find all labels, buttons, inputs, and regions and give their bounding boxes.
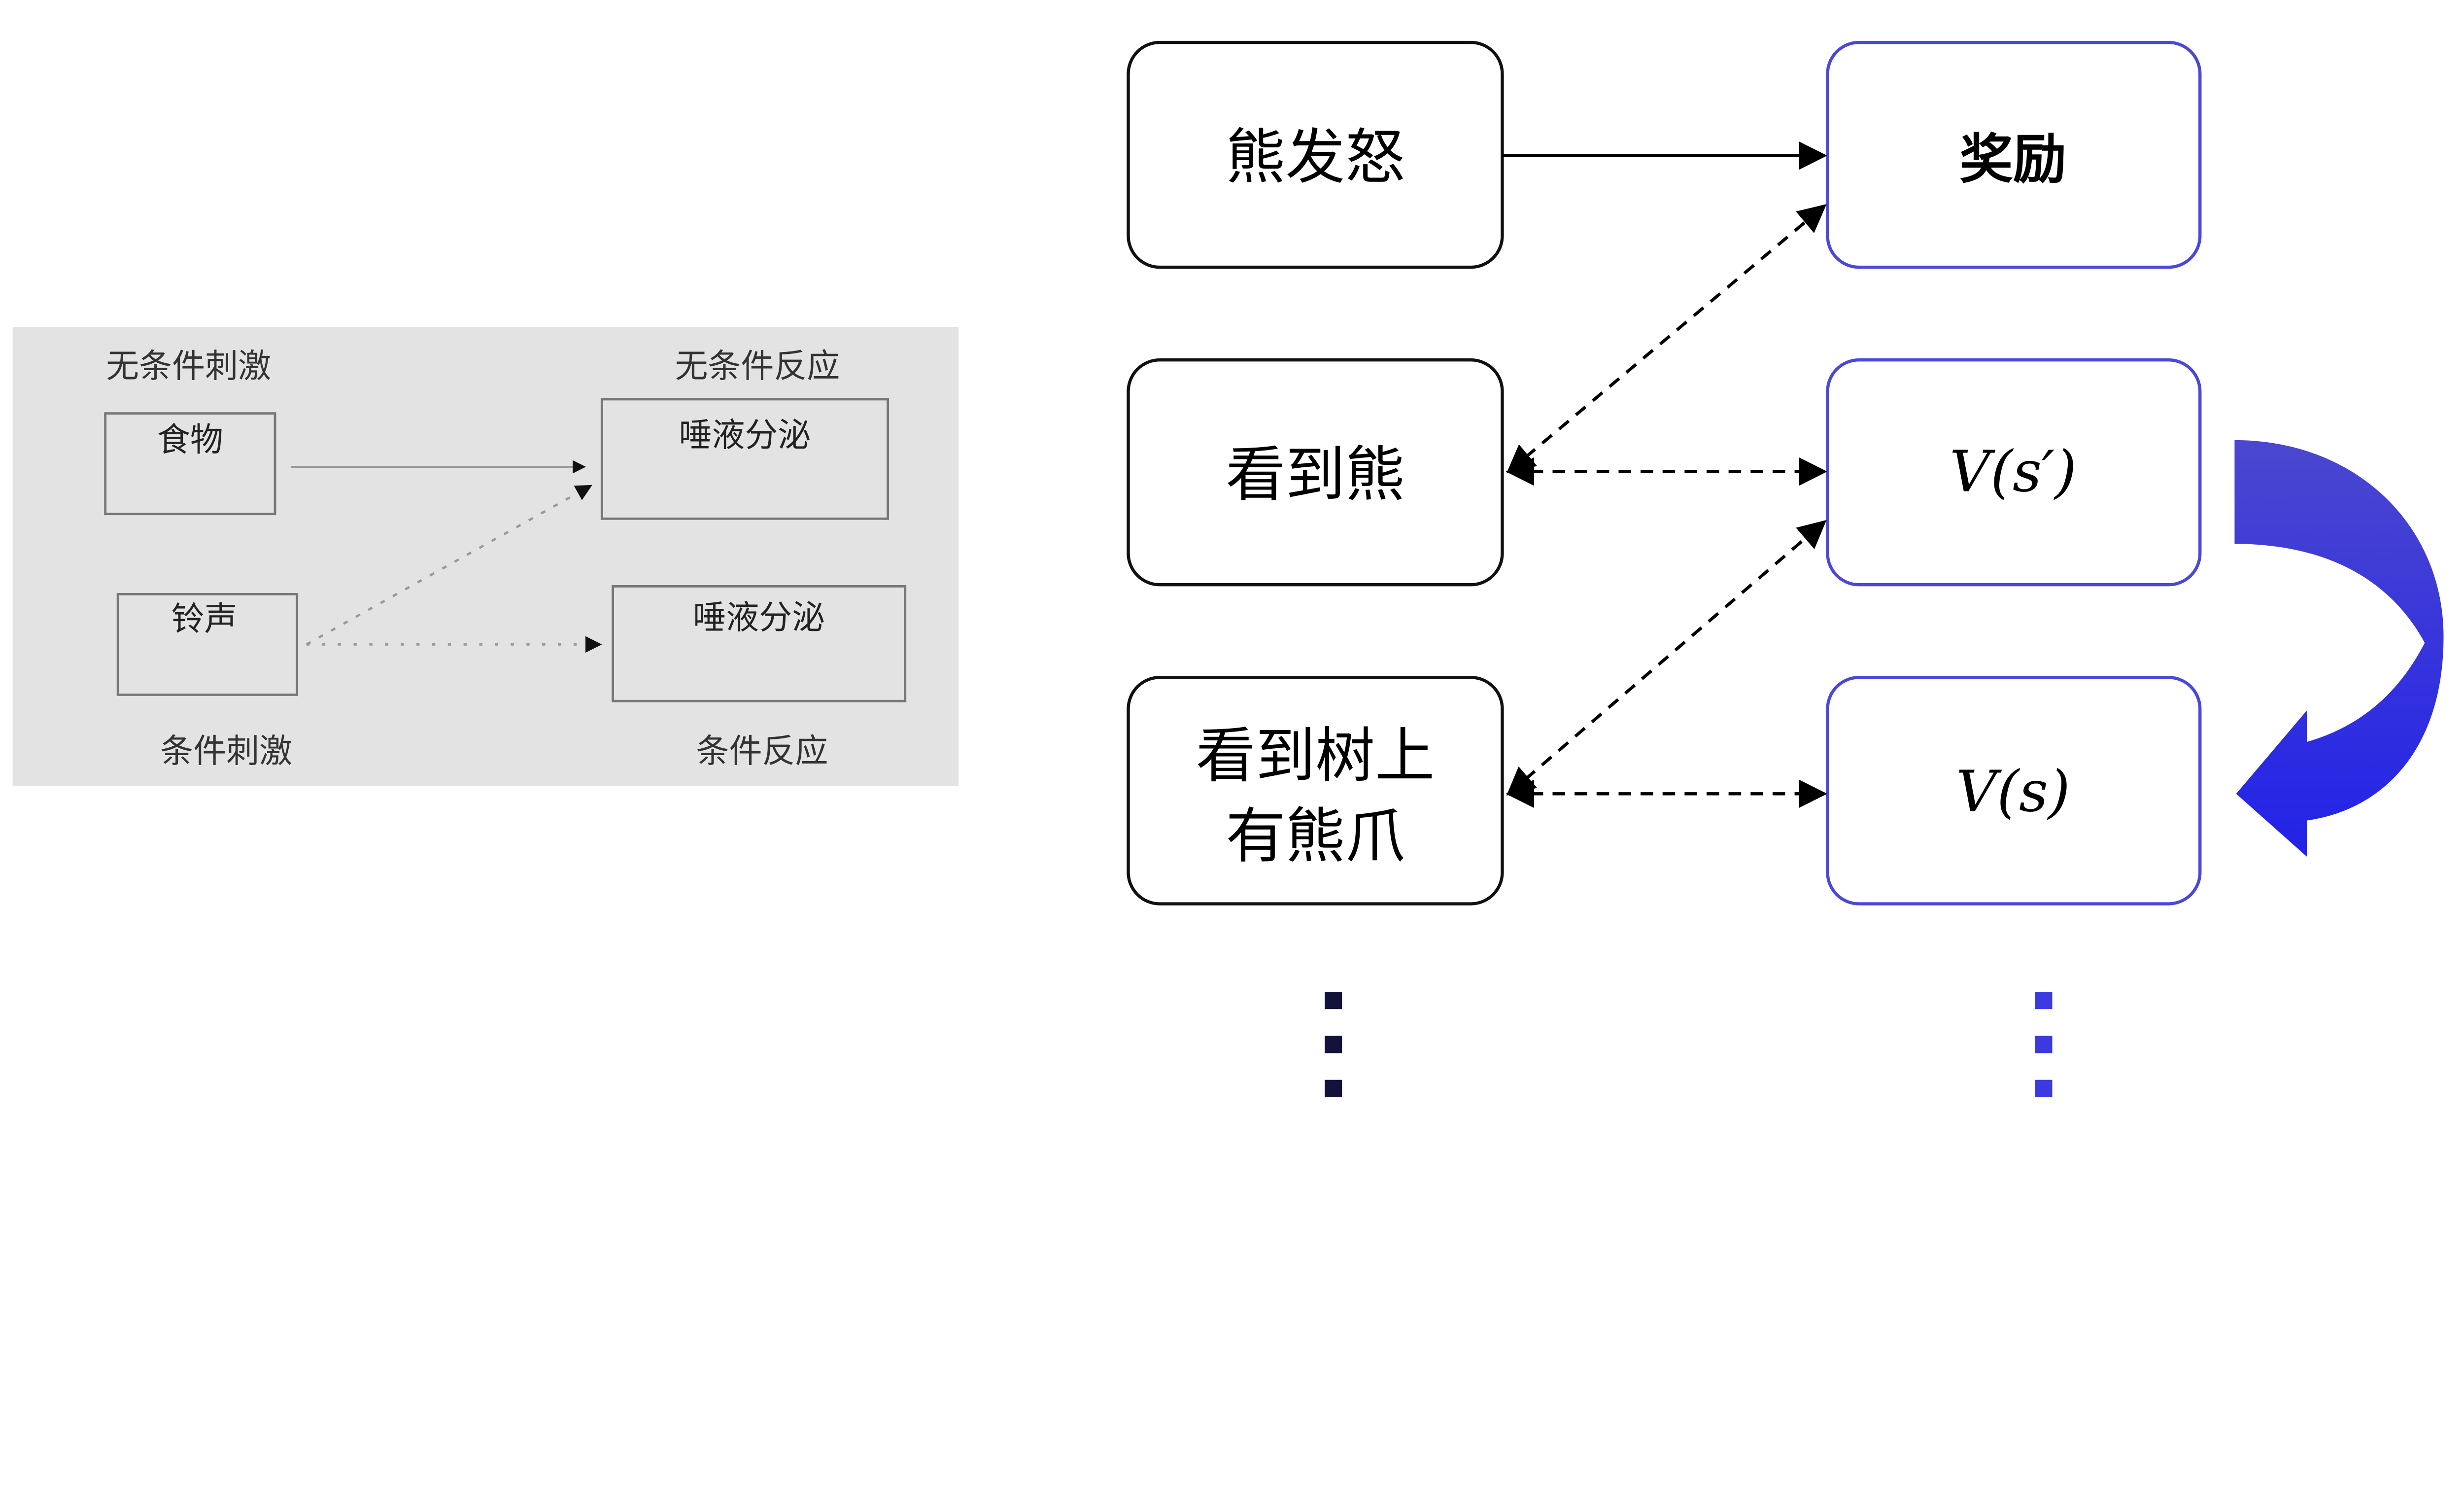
next-state-value-box (1826, 358, 2202, 587)
state-value-label: V(s) (1956, 759, 2070, 825)
see-claw-marks-label-line1: 看到树上 (1196, 721, 1435, 791)
curved-backup-arrow-icon (2234, 440, 2444, 857)
claw-marks-next-value-dashed-arrow (1506, 520, 1827, 796)
food-box (104, 412, 276, 516)
salivation-bottom-box (612, 585, 907, 702)
bell-to-salivation-top-dotted-arrow (306, 485, 592, 646)
see-claw-marks-label-line2: 有熊爪 (1226, 802, 1404, 871)
salivation-top-box (600, 398, 890, 520)
see-bear-box (1127, 358, 1504, 587)
see-claw-marks-box (1127, 676, 1504, 906)
reward-label: 奖励 (1959, 128, 2066, 190)
diagram-stage: 无条件刺激 无条件反应 食物 唾液分泌 铃声 唾液分泌 条件刺激 条件反应 熊发… (12, 40, 2444, 1097)
unconditioned-response-label: 无条件反应 (675, 347, 840, 385)
diagram-canvas: 无条件刺激 无条件反应 食物 唾液分泌 铃声 唾液分泌 条件刺激 条件反应 熊发… (12, 40, 2444, 1097)
bear-angry-label: 熊发怒 (1226, 122, 1404, 192)
classical-conditioning-panel: 无条件刺激 无条件反应 食物 唾液分泌 铃声 唾液分泌 条件刺激 条件反应 (12, 327, 959, 786)
next-state-value-label: V(s′) (1950, 439, 2077, 505)
see-bear-label: 看到熊 (1226, 440, 1404, 509)
reward-box (1826, 40, 2202, 269)
unconditioned-stimulus-label: 无条件刺激 (106, 347, 271, 385)
bell-box (116, 593, 299, 696)
right-column-ellipsis (2035, 992, 2053, 1097)
panel-background (12, 327, 959, 786)
food-box-label: 食物 (157, 420, 223, 459)
conditioned-response-label: 条件反应 (696, 732, 828, 770)
see-bear-reward-dashed-arrow (1506, 204, 1827, 474)
value-diagram: 熊发怒 看到熊 看到树上 有熊爪 奖励 (1127, 40, 2444, 1097)
salivation-bottom-box-label: 唾液分泌 (693, 598, 825, 637)
conditioned-stimulus-label: 条件刺激 (160, 732, 292, 770)
left-column-ellipsis (1325, 992, 1342, 1097)
bell-box-label: 铃声 (171, 600, 238, 638)
state-value-box (1826, 676, 2202, 906)
salivation-top-box-label: 唾液分泌 (679, 416, 811, 454)
